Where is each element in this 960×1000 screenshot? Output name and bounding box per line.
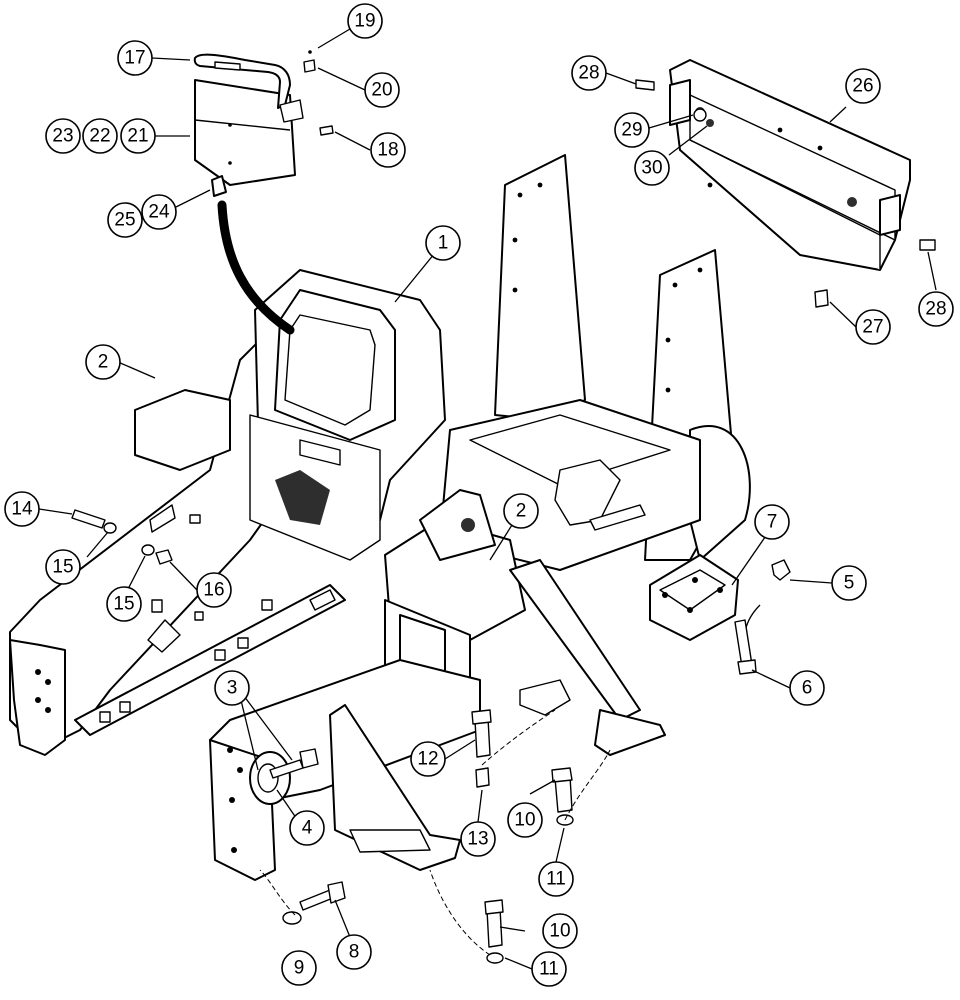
assembly-paths <box>259 709 611 956</box>
callouts: 1 2 2 3 4 5 6 7 8 9 10 10 11 11 12 13 14… <box>4 3 954 987</box>
callout-label: 10 <box>549 921 570 942</box>
callout-label: 12 <box>417 749 438 770</box>
callout-23: 23 <box>45 118 81 154</box>
callout-label: 28 <box>925 299 946 320</box>
callout-30: 30 <box>634 150 670 186</box>
callout-14: 14 <box>4 491 40 527</box>
callout-label: 29 <box>621 120 642 141</box>
callout-15: 15 <box>106 586 142 622</box>
callout-label: 18 <box>377 140 398 161</box>
callout-label: 9 <box>294 958 305 979</box>
callout-2: 2 <box>503 493 539 529</box>
callout-label: 5 <box>844 573 855 594</box>
callout-29: 29 <box>614 112 650 148</box>
mounting-plate <box>649 554 761 651</box>
callout-label: 27 <box>862 317 883 338</box>
callout-16: 16 <box>196 572 232 608</box>
callout-19: 19 <box>347 3 383 39</box>
callout-label: 24 <box>148 202 170 223</box>
callout-8: 8 <box>336 934 372 970</box>
callout-27: 27 <box>855 309 891 345</box>
callout-4: 4 <box>289 810 325 846</box>
callout-3: 3 <box>214 670 250 706</box>
callout-17: 17 <box>117 40 153 76</box>
callout-label: 3 <box>227 678 238 699</box>
callout-24: 24 <box>141 194 177 230</box>
callout-label: 16 <box>203 580 224 601</box>
callout-12: 12 <box>410 741 446 777</box>
access-cover <box>193 53 304 335</box>
rear-uprights <box>439 154 751 571</box>
callout-label: 25 <box>114 210 135 231</box>
callout-label: 30 <box>641 158 662 179</box>
leader-lines <box>38 25 937 970</box>
callout-label: 6 <box>802 678 813 699</box>
callout-13: 13 <box>460 821 496 857</box>
callout-1: 1 <box>425 225 461 261</box>
callout-label: 15 <box>113 594 134 615</box>
callout-label: 8 <box>349 942 360 963</box>
callout-10: 10 <box>542 913 578 949</box>
callout-label: 22 <box>89 126 110 147</box>
callout-label: 21 <box>127 126 148 147</box>
callout-label: 4 <box>302 818 313 839</box>
callout-label: 26 <box>852 76 873 97</box>
callout-28: 28 <box>918 291 954 327</box>
callout-18: 18 <box>370 132 406 168</box>
callout-label: 10 <box>514 810 535 831</box>
callout-label: 17 <box>124 48 145 69</box>
callout-10: 10 <box>507 802 543 838</box>
callout-28: 28 <box>571 55 607 91</box>
callout-label: 23 <box>52 126 73 147</box>
callout-15: 15 <box>45 549 81 585</box>
callout-26: 26 <box>845 68 881 104</box>
callout-11: 11 <box>538 861 574 897</box>
callout-9: 9 <box>281 950 317 986</box>
main-frame <box>9 299 346 756</box>
callout-label: 28 <box>578 63 599 84</box>
callout-label: 14 <box>11 499 33 520</box>
callout-label: 15 <box>52 557 73 578</box>
callout-2: 2 <box>85 344 121 380</box>
center-housing <box>249 269 446 561</box>
callout-22: 22 <box>82 118 118 154</box>
callout-label: 7 <box>767 512 778 533</box>
callout-label: 11 <box>546 869 566 890</box>
callout-label: 2 <box>98 352 109 373</box>
callout-label: 2 <box>516 501 527 522</box>
callout-11: 11 <box>531 951 567 987</box>
callout-label: 13 <box>467 829 488 850</box>
callout-25: 25 <box>107 202 143 238</box>
callout-label: 20 <box>371 80 392 101</box>
callout-20: 20 <box>364 72 400 108</box>
callout-label: 11 <box>539 959 559 980</box>
fasteners <box>71 50 936 964</box>
callout-5: 5 <box>831 565 867 601</box>
callout-21: 21 <box>120 118 156 154</box>
rear-bracket <box>669 59 911 271</box>
callout-6: 6 <box>789 670 825 706</box>
callout-7: 7 <box>754 504 790 540</box>
callout-label: 19 <box>354 11 375 32</box>
lower-cross-member <box>209 659 481 881</box>
callout-label: 1 <box>438 233 449 254</box>
